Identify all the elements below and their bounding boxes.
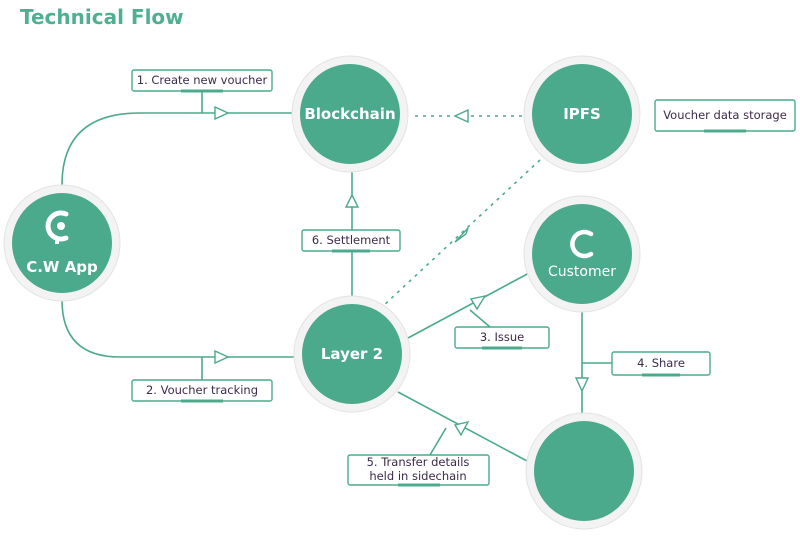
arrowhead-issue bbox=[469, 294, 487, 311]
step-transfer-label-line2: held in sidechain bbox=[369, 469, 466, 483]
node-customer-label: Customer bbox=[548, 264, 616, 280]
step-transfer-label-line1: 5. Transfer details bbox=[367, 455, 470, 469]
node-customer: Customer bbox=[523, 195, 641, 313]
step-tracking-box: 2. Voucher tracking bbox=[131, 379, 273, 403]
step-tracking-label: 2. Voucher tracking bbox=[146, 383, 258, 397]
node-layer2-label: Layer 2 bbox=[321, 345, 383, 363]
step-create-box: 1. Create new voucher bbox=[131, 69, 273, 93]
connector-app-blockchain bbox=[61, 112, 305, 186]
arrowhead-create bbox=[214, 105, 230, 121]
step-settlement-label: 6. Settlement bbox=[312, 233, 391, 247]
arrowhead-transfer bbox=[453, 420, 470, 437]
arrowhead-layer2-ipfs bbox=[454, 227, 469, 243]
node-app: C.W App bbox=[3, 184, 121, 302]
node-layer2: Layer 2 bbox=[293, 295, 411, 413]
cw-logo-icon bbox=[45, 210, 69, 244]
arrowhead-ipfs bbox=[453, 108, 469, 124]
node-blockchain: Blockchain bbox=[291, 55, 409, 173]
storage-box: Voucher data storage bbox=[654, 99, 796, 133]
tick-transfer bbox=[429, 427, 447, 456]
page-title: Technical Flow bbox=[20, 5, 184, 29]
storage-label: Voucher data storage bbox=[663, 108, 787, 122]
node-app-label: C.W App bbox=[26, 258, 98, 276]
arrowhead-share bbox=[574, 377, 590, 393]
step-share-box: 4. Share bbox=[611, 351, 711, 377]
connector-layer2-ipfs bbox=[382, 159, 541, 307]
step-issue-box: 3. Issue bbox=[454, 326, 550, 350]
connector-app-layer2 bbox=[61, 299, 305, 358]
node-ipfs: IPFS bbox=[523, 55, 641, 173]
node-blockchain-label: Blockchain bbox=[304, 105, 395, 123]
tick-issue bbox=[469, 309, 491, 328]
node-merchant bbox=[525, 412, 643, 530]
node-ipfs-label: IPFS bbox=[563, 105, 601, 123]
arrowhead-settlement bbox=[344, 193, 360, 208]
step-issue-label: 3. Issue bbox=[480, 330, 524, 344]
c-letter-icon bbox=[570, 229, 594, 259]
step-create-label: 1. Create new voucher bbox=[137, 73, 268, 87]
step-share-label: 4. Share bbox=[637, 356, 685, 370]
step-settlement-box: 6. Settlement bbox=[301, 229, 401, 253]
step-transfer-box: 5. Transfer details held in sidechain bbox=[347, 454, 490, 487]
connector-layer2-customer bbox=[407, 271, 532, 339]
arrowhead-tracking bbox=[214, 349, 230, 365]
